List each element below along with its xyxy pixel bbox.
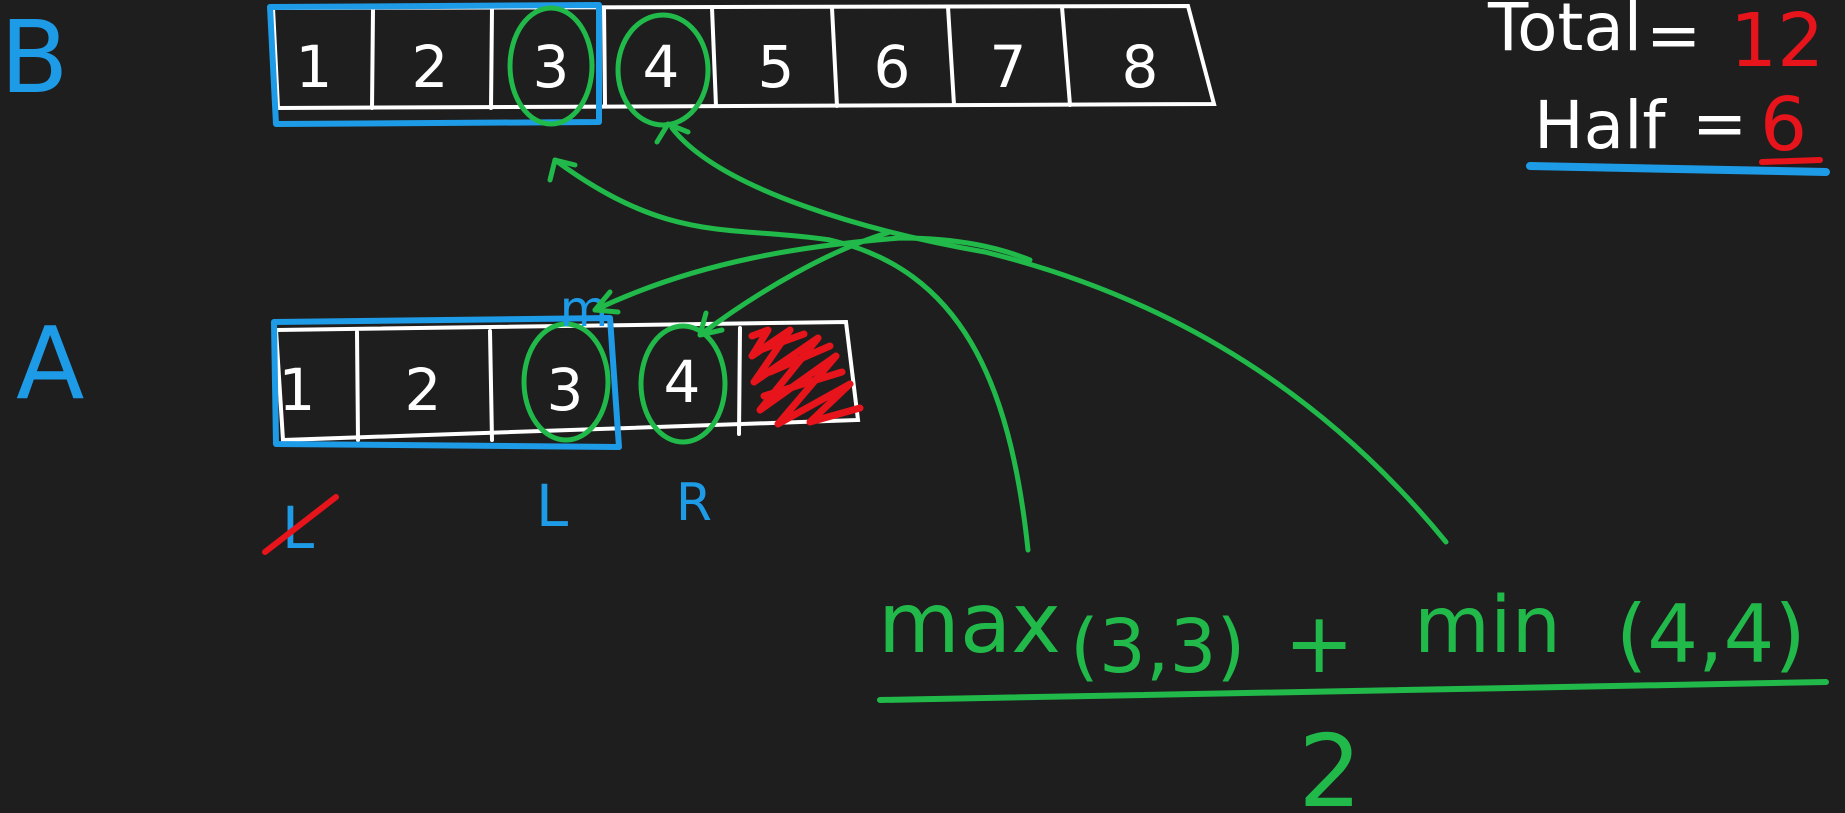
connection-arrows xyxy=(547,121,1449,553)
fraction-bar xyxy=(877,679,1829,703)
median-formula: max (3,3) + min (4,4) 2 xyxy=(877,574,1829,813)
array-a-min-right-circle xyxy=(638,323,728,445)
arrowhead-b-right xyxy=(654,121,691,145)
array-a-divider xyxy=(355,330,360,442)
arrowhead-b-left xyxy=(547,157,578,183)
array-b-divider xyxy=(489,7,494,110)
array-a-divider xyxy=(737,326,742,436)
formula-min-args: (4,4) xyxy=(1616,588,1806,681)
array-a-max-left-circle xyxy=(521,321,611,443)
pointer-r-label: R xyxy=(676,473,712,533)
array-b-divider xyxy=(370,8,375,110)
pointer-l-label: L xyxy=(536,472,568,540)
formula-min-label: min xyxy=(1414,581,1561,671)
total-label: Total xyxy=(1487,0,1642,66)
array-b-label: B xyxy=(0,0,69,116)
array-b-divider xyxy=(1060,5,1072,107)
array-a-out-of-bounds-scribble xyxy=(748,326,864,428)
total-value: 12 xyxy=(1730,0,1824,84)
array-b-cell: 5 xyxy=(758,33,795,101)
array-a-cell: 4 xyxy=(664,348,701,416)
array-a-left-partition xyxy=(271,315,622,450)
arrowhead-a-left xyxy=(592,289,621,315)
array-a-cell: 1 xyxy=(279,356,316,424)
array-a-divider xyxy=(488,329,494,442)
arrowhead-a-right xyxy=(697,310,725,338)
half-label: Half xyxy=(1534,87,1667,164)
array-b-divider xyxy=(946,5,956,107)
formula-max-args: (3,3) xyxy=(1070,604,1245,690)
formula-denominator: 2 xyxy=(1298,713,1362,813)
formula-plus: + xyxy=(1284,594,1354,692)
array-b-values: 1 2 3 4 5 6 7 8 xyxy=(296,33,1159,101)
formula-max-label: max xyxy=(878,574,1061,672)
half-equals: = xyxy=(1692,85,1747,162)
array-b-min-right-circle xyxy=(615,12,711,128)
array-b-divider xyxy=(830,6,839,108)
array-b-cell: 3 xyxy=(533,33,570,101)
arrow-min-a-to-formula xyxy=(697,229,893,338)
summary-underline xyxy=(1526,162,1830,176)
array-a xyxy=(273,319,861,443)
array-b-cell: 2 xyxy=(412,33,449,101)
array-a-outline xyxy=(273,319,861,443)
half-value-underline xyxy=(1759,157,1823,165)
cross-out-mark xyxy=(262,494,339,555)
array-a-values: 1 2 3 4 xyxy=(279,348,701,424)
array-b-left-partition xyxy=(267,2,602,127)
array-a-cell: 3 xyxy=(547,356,584,424)
array-b-divider xyxy=(710,6,718,108)
array-b-divider xyxy=(602,6,607,108)
array-b-cell: 4 xyxy=(643,33,680,101)
arrow-min-b-to-formula xyxy=(669,125,1449,545)
array-b-cell: 1 xyxy=(296,33,333,101)
array-b-cell: 8 xyxy=(1122,33,1159,101)
array-a-label: A xyxy=(16,305,84,422)
array-b-cell: 6 xyxy=(874,33,911,101)
half-value: 6 xyxy=(1760,82,1807,168)
array-b-max-left-circle xyxy=(507,5,595,127)
array-b-cell: 7 xyxy=(990,33,1027,101)
array-a-cell: 2 xyxy=(405,356,442,424)
summary: Total = 12 Half = 6 xyxy=(1487,0,1830,176)
total-equals: = xyxy=(1646,0,1701,74)
